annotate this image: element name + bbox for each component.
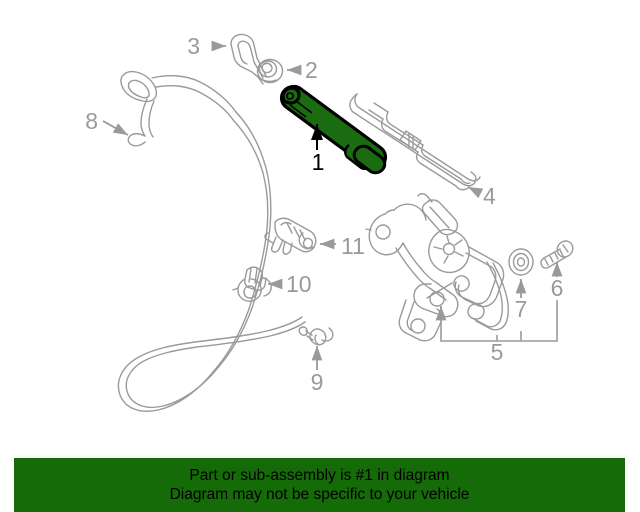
callout-label-6: 6 bbox=[551, 275, 564, 301]
part-washer-nozzle-clip bbox=[232, 266, 272, 302]
part-washer-nozzle bbox=[264, 217, 317, 255]
part-wiper-motor-assembly bbox=[365, 193, 509, 342]
part-hose-connector bbox=[298, 326, 334, 346]
part-retaining-clip bbox=[230, 33, 267, 85]
part-washer-hose bbox=[117, 70, 306, 412]
callout-leaders bbox=[102, 40, 563, 370]
callout-label-2: 2 bbox=[305, 57, 318, 83]
callout-label-10: 10 bbox=[286, 271, 312, 297]
callout-label-8: 8 bbox=[85, 108, 98, 134]
callout-label-5: 5 bbox=[491, 339, 504, 365]
callout-label-9: 9 bbox=[311, 369, 324, 395]
note-line-secondary: Diagram may not be specific to your vehi… bbox=[169, 486, 470, 503]
callout-label-11: 11 bbox=[341, 233, 365, 259]
callout-label-7: 7 bbox=[515, 296, 528, 322]
callout-label-3: 3 bbox=[187, 33, 200, 59]
diagram-note-banner: Part or sub-assembly is #1 in diagram Di… bbox=[14, 458, 625, 512]
leader-8 bbox=[102, 120, 129, 136]
leader-5-bracket bbox=[440, 300, 558, 342]
note-line-primary: Part or sub-assembly is #1 in diagram bbox=[189, 467, 450, 484]
part-arm-nut-cover bbox=[256, 58, 284, 84]
leader-4 bbox=[467, 186, 484, 199]
part-grommet bbox=[508, 248, 534, 276]
callout-numbers: 1 2 3 4 5 6 7 8 9 10 11 bbox=[85, 33, 563, 395]
callout-label-1: 1 bbox=[312, 149, 325, 175]
part-wiper-blade bbox=[349, 93, 481, 191]
line-art-group bbox=[117, 33, 574, 412]
callout-label-4: 4 bbox=[483, 183, 496, 209]
part-mounting-screw bbox=[540, 240, 574, 269]
part-1-rear-wiper-arm-highlighted bbox=[279, 84, 388, 175]
